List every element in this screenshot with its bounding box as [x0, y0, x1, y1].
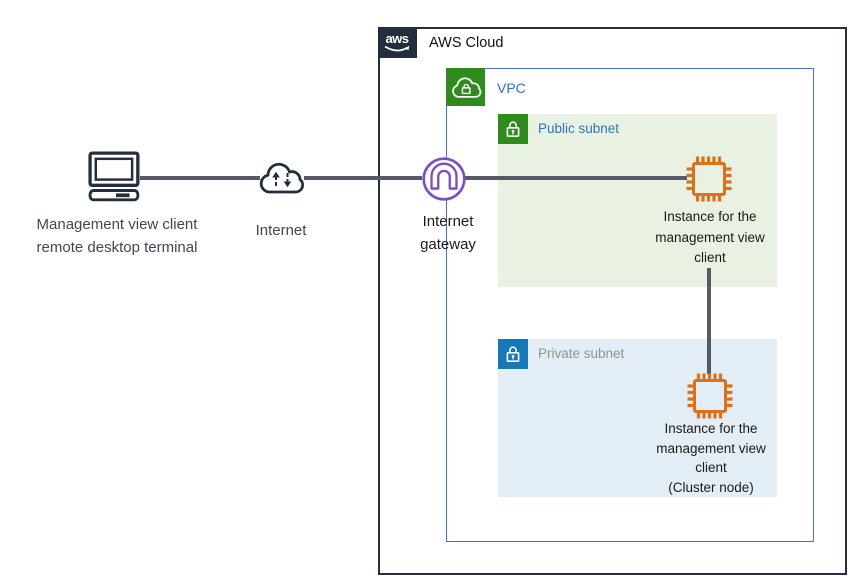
connector-internet-gateway	[304, 176, 422, 180]
connector-gateway-instance	[465, 176, 687, 180]
internet-cloud-icon	[258, 160, 306, 197]
private-subnet-label: Private subnet	[538, 346, 625, 361]
vpc-icon	[446, 68, 485, 106]
public-instance-label: Instance for the management view client	[655, 209, 765, 265]
aws-cloud-label: AWS Cloud	[429, 35, 504, 51]
private-instance-label: Instance for the management view client …	[656, 421, 766, 495]
desktop-terminal-icon	[88, 151, 142, 203]
svg-text:aws: aws	[385, 31, 408, 46]
client-label: Management view client remote desktop te…	[8, 213, 226, 259]
client-label-line1: Management view client	[36, 216, 198, 233]
private-instance-chip-icon	[686, 372, 734, 420]
public-subnet-region: Public subnet	[498, 114, 777, 287]
client-label-line2: remote desktop terminal	[36, 239, 198, 256]
internet-gateway-icon	[421, 156, 467, 202]
internet-gateway-label: Internet gateway	[420, 213, 476, 253]
aws-logo-icon: aws	[378, 27, 417, 58]
internet-label: Internet	[255, 222, 307, 239]
public-subnet-lock-icon	[498, 114, 528, 144]
connector-instance-instance	[707, 268, 711, 374]
private-subnet-lock-icon	[498, 339, 528, 369]
vpc-label: VPC	[497, 80, 526, 96]
connector-client-internet	[140, 176, 260, 180]
public-instance-chip-icon	[685, 155, 733, 203]
public-subnet-label: Public subnet	[538, 121, 620, 136]
private-subnet-region: Private subnet	[498, 339, 777, 497]
